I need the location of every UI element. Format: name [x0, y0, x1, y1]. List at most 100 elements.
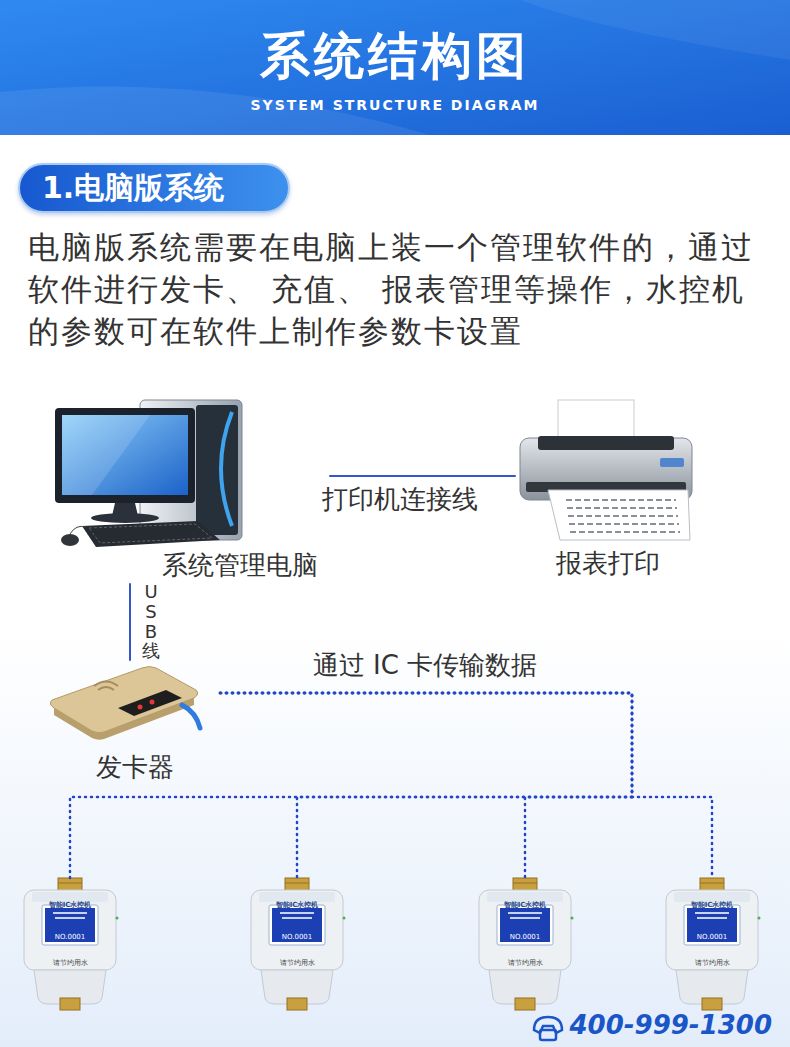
printer-illustration	[567, 507, 677, 509]
section-title: 1.电脑版系统	[42, 170, 224, 206]
computer-label-box: 系统管理电脑	[162, 550, 318, 581]
controller-brand: 智能IC水控机	[276, 900, 319, 910]
printer-illustration	[538, 436, 674, 450]
controller-brand-box: 智能IC水控机	[247, 892, 347, 911]
printer-label-box: 报表打印	[515, 548, 700, 579]
reader-label-box: 发卡器	[50, 752, 220, 783]
controller-brand-box: 智能IC水控机	[20, 892, 120, 911]
computer-illustration	[55, 400, 242, 547]
controller-number: NO.0001	[55, 932, 86, 942]
controller-slogan-box: 请节约用水	[662, 950, 762, 969]
controller-brand-box: 智能IC水控机	[662, 892, 762, 911]
card-reader-illustration	[138, 705, 143, 710]
printer-illustration	[570, 531, 680, 533]
controller-number-box: NO.0001	[662, 924, 762, 943]
water-controller: 智能IC水控机 NO.0001 请节约用水	[247, 878, 347, 1010]
cable-label: 打印机连接线	[322, 484, 478, 515]
card-reader-illustration	[50, 667, 197, 733]
intro-paragraph: 电脑版系统需要在电脑上装一个管理软件的，通过 软件进行发卡、 充值、 报表管理等…	[28, 226, 768, 352]
reader-label: 发卡器	[96, 752, 174, 783]
water-controller-illustration	[479, 878, 574, 1010]
card-reader-illustration	[98, 687, 114, 690]
subtitle: SYSTEM STRUCTURE DIAGRAM	[250, 97, 539, 114]
header-band	[0, 0, 790, 135]
controller-brand: 智能IC水控机	[504, 900, 547, 910]
printer-illustration	[660, 458, 684, 467]
water-controller-illustration	[24, 878, 119, 1010]
header-band	[520, 0, 790, 60]
card-reader-illustration	[50, 667, 200, 740]
computer-illustration	[62, 415, 150, 495]
card-reader-illustration	[118, 690, 182, 716]
usb-label: USB线	[142, 582, 160, 661]
usb-label-box: USB线	[142, 582, 160, 661]
page-title-box: 系统结构图	[0, 26, 790, 86]
water-controller-illustration	[251, 878, 346, 1010]
cable-line	[129, 584, 131, 660]
controller-number-box: NO.0001	[247, 924, 347, 943]
hotline-number-box: 400-999-1300	[570, 1010, 773, 1041]
data-transfer-label: 通过 IC 卡传输数据	[313, 650, 537, 681]
computer-label: 系统管理电脑	[162, 550, 318, 581]
water-controller: 智能IC水控机 NO.0001 请节约用水	[20, 878, 120, 1010]
computer-illustration	[55, 408, 195, 503]
data-transfer-label-box: 通过 IC 卡传输数据	[313, 650, 537, 681]
water-controller: 智能IC水控机 NO.0001 请节约用水	[662, 878, 762, 1010]
cable-label-box: 打印机连接线	[322, 484, 478, 515]
page-title: 系统结构图	[260, 26, 530, 86]
data-link-dotted	[220, 693, 632, 878]
controller-slogan-box: 请节约用水	[20, 950, 120, 969]
computer-illustration	[221, 412, 232, 526]
controller-brand: 智能IC水控机	[49, 900, 92, 910]
data-link-dotted	[70, 693, 632, 878]
water-controller: 智能IC水控机 NO.0001 请节约用水	[475, 878, 575, 1010]
controller-number: NO.0001	[510, 932, 541, 942]
phone-icon	[540, 1030, 556, 1040]
printer-illustration	[520, 400, 692, 540]
cable-line	[330, 475, 515, 477]
card-reader-illustration	[94, 682, 118, 691]
computer-illustration	[91, 513, 159, 523]
card-reader-illustration	[182, 705, 200, 728]
controller-number-box: NO.0001	[20, 924, 120, 943]
printer-illustration	[569, 523, 679, 525]
header-band	[0, 0, 790, 135]
hotline-number: 400-999-1300	[570, 1010, 773, 1041]
computer-illustration	[82, 521, 220, 547]
controller-slogan-box: 请节约用水	[247, 950, 347, 969]
printer-label: 报表打印	[556, 548, 660, 579]
controller-number-box: NO.0001	[475, 924, 575, 943]
printer-illustration	[548, 490, 690, 540]
data-link-dotted	[220, 693, 712, 878]
controller-slogan: 请节约用水	[508, 958, 543, 968]
section-title-box: 1.电脑版系统	[42, 170, 224, 206]
computer-illustration	[196, 405, 238, 535]
card-reader-illustration	[94, 682, 118, 687]
computer-illustration	[62, 415, 188, 495]
data-link-dotted	[220, 693, 632, 878]
intro-paragraph-box: 电脑版系统需要在电脑上装一个管理软件的，通过 软件进行发卡、 充值、 报表管理等…	[28, 226, 768, 352]
computer-illustration	[89, 524, 212, 543]
card-reader-illustration	[150, 700, 155, 705]
water-controller-illustration	[666, 878, 761, 1010]
controller-slogan: 请节约用水	[695, 958, 730, 968]
controller-slogan: 请节约用水	[53, 958, 88, 968]
controller-brand-box: 智能IC水控机	[475, 892, 575, 911]
card-reader-node: 发卡器	[50, 660, 220, 788]
section-pill: 1.电脑版系统	[18, 163, 290, 213]
printer-illustration	[568, 515, 678, 517]
computer-illustration	[70, 526, 86, 534]
computer-illustration	[61, 534, 79, 546]
phone-icon	[534, 1017, 562, 1040]
printer-illustration	[566, 499, 676, 501]
controller-brand: 智能IC水控机	[691, 900, 734, 910]
computer-node: 系统管理电脑	[55, 400, 330, 584]
subtitle-box: SYSTEM STRUCTURE DIAGRAM	[0, 95, 790, 114]
printer-node: 报表打印	[515, 398, 700, 584]
printer-illustration	[566, 500, 680, 532]
